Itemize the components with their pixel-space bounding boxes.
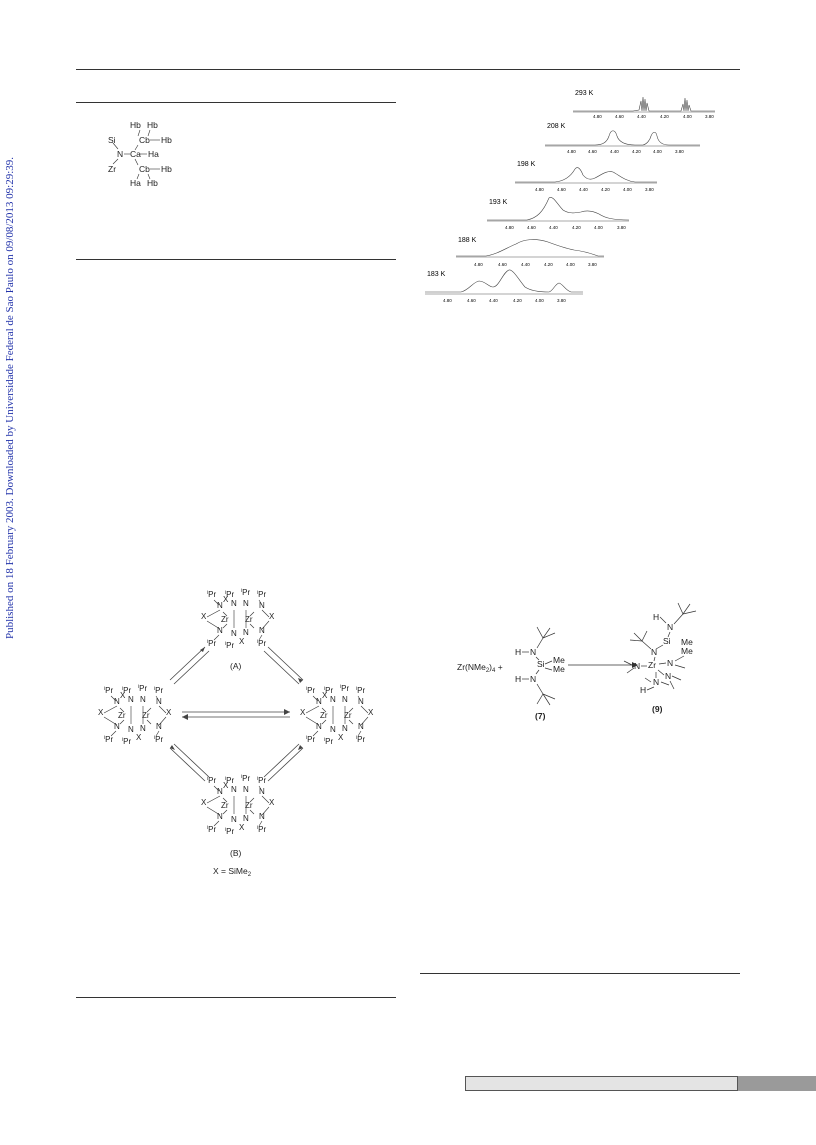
svg-text:3.80: 3.80 <box>645 187 654 192</box>
svg-text:4.20: 4.20 <box>632 149 641 154</box>
svg-text:4.20: 4.20 <box>572 225 581 230</box>
svg-text:N: N <box>634 661 640 671</box>
footer-page-tab <box>738 1076 816 1091</box>
svg-text:4.00: 4.00 <box>535 298 544 303</box>
left-column-end-rule <box>76 997 396 998</box>
svg-text:4.80: 4.80 <box>505 225 514 230</box>
atom-hb: Hb <box>147 178 158 188</box>
spectrum-temperature-label: 183 K <box>427 271 446 278</box>
atom-hb: Hb <box>147 120 158 130</box>
svg-text:4.80: 4.80 <box>443 298 452 303</box>
right-column-end-rule <box>420 973 740 974</box>
atom-zr: Zr <box>108 164 117 174</box>
svg-text:4.80: 4.80 <box>474 262 483 267</box>
atom-ha: Ha <box>148 149 159 159</box>
spectrum-temperature-label: 188 K <box>458 237 477 244</box>
svg-text:Me: Me <box>553 664 565 674</box>
atom-hb: Hb <box>161 135 172 145</box>
svg-text:Me: Me <box>553 655 565 665</box>
svg-text:4.60: 4.60 <box>588 149 597 154</box>
svg-text:4.40: 4.40 <box>579 187 588 192</box>
svg-text:Si: Si <box>663 636 671 646</box>
svg-text:3.80: 3.80 <box>588 262 597 267</box>
left-box-bottom-rule <box>76 259 396 260</box>
svg-text:Me: Me <box>681 637 693 647</box>
spectrum-183k: 183 K 4.80 4.60 4.40 4.20 4.00 3.80 <box>425 269 583 303</box>
compound-9-label: (9) <box>652 704 663 714</box>
spectrum-temperature-label: 293 K <box>575 90 594 97</box>
structure-a-label: (A) <box>230 661 242 671</box>
svg-text:N: N <box>653 677 659 687</box>
spectrum-temperature-label: 193 K <box>489 199 508 206</box>
spectrum-198k: 198 K 4.80 4.60 4.40 4.20 4.00 3.80 <box>515 161 657 192</box>
svg-text:4.40: 4.40 <box>637 114 646 119</box>
header-rule <box>76 69 740 70</box>
svg-text:4.60: 4.60 <box>615 114 624 119</box>
svg-text:4.00: 4.00 <box>653 149 662 154</box>
atom-n: N <box>117 149 124 159</box>
svg-text:4.40: 4.40 <box>521 262 530 267</box>
structure-bonds <box>112 129 160 180</box>
svg-text:4.40: 4.40 <box>489 298 498 303</box>
svg-text:4.80: 4.80 <box>567 149 576 154</box>
atom-ca: Ca <box>130 149 141 159</box>
svg-text:N: N <box>665 671 671 681</box>
svg-text:H: H <box>653 612 659 622</box>
atom-hb: Hb <box>130 120 141 130</box>
svg-text:N: N <box>667 658 673 668</box>
x-definition: X = SiMe2 <box>213 866 252 878</box>
spectrum-temperature-label: 198 K <box>517 161 536 168</box>
svg-text:4.00: 4.00 <box>683 114 692 119</box>
atom-ha: Ha <box>130 178 141 188</box>
svg-text:4.00: 4.00 <box>623 187 632 192</box>
svg-text:4.80: 4.80 <box>593 114 602 119</box>
svg-text:N: N <box>667 622 673 632</box>
svg-text:4.60: 4.60 <box>527 225 536 230</box>
svg-text:4.20: 4.20 <box>660 114 669 119</box>
svg-text:4.80: 4.80 <box>535 187 544 192</box>
svg-text:4.40: 4.40 <box>549 225 558 230</box>
spectrum-293k: 293 K 4.80 4.60 4.40 4.20 4.00 3.80 <box>573 90 715 119</box>
svg-text:4.00: 4.00 <box>594 225 603 230</box>
footer-page-bar <box>465 1076 738 1091</box>
svg-text:4.60: 4.60 <box>557 187 566 192</box>
svg-text:4.20: 4.20 <box>601 187 610 192</box>
svg-text:4.40: 4.40 <box>610 149 619 154</box>
compound-7-label: (7) <box>535 711 546 721</box>
reagent-zr-nme2: Zr(NMe2)4 + <box>457 662 503 674</box>
spectrum-temperature-label: 208 K <box>547 123 566 130</box>
svg-text:N: N <box>530 647 536 657</box>
svg-text:3.80: 3.80 <box>675 149 684 154</box>
atom-hb: Hb <box>161 164 172 174</box>
svg-text:Me: Me <box>681 646 693 656</box>
svg-text:H: H <box>515 647 521 657</box>
left-box-top-rule <box>76 102 396 103</box>
svg-text:3.80: 3.80 <box>617 225 626 230</box>
spectrum-208k: 208 K 4.80 4.60 4.40 4.20 4.00 3.80 <box>545 123 700 154</box>
svg-text:Zr: Zr <box>648 660 656 670</box>
svg-text:4.20: 4.20 <box>544 262 553 267</box>
atom-cb: Cb <box>139 135 150 145</box>
svg-text:3.80: 3.80 <box>557 298 566 303</box>
svg-text:4.20: 4.20 <box>513 298 522 303</box>
spectrum-193k: 193 K 4.80 4.60 4.40 4.20 4.00 3.80 <box>487 197 630 230</box>
svg-text:3.80: 3.80 <box>705 114 714 119</box>
spectrum-188k: 188 K 4.80 4.60 4.40 4.20 4.00 3.80 <box>456 237 604 267</box>
svg-text:Si: Si <box>537 659 545 669</box>
svg-text:4.60: 4.60 <box>498 262 507 267</box>
svg-text:4.00: 4.00 <box>566 262 575 267</box>
svg-text:4.60: 4.60 <box>467 298 476 303</box>
vt-nmr-spectra-figure: 293 K 4.80 4.60 4.40 4.20 4.00 3.80 208 … <box>425 90 715 303</box>
atom-si: Si <box>108 135 116 145</box>
structure-b-label: (B) <box>230 848 242 858</box>
svg-text:H: H <box>640 685 646 695</box>
svg-text:N: N <box>651 647 657 657</box>
atom-cb: Cb <box>139 164 150 174</box>
svg-text:N: N <box>530 674 536 684</box>
svg-text:H: H <box>515 674 521 684</box>
equilibrium-arrows <box>169 646 304 782</box>
